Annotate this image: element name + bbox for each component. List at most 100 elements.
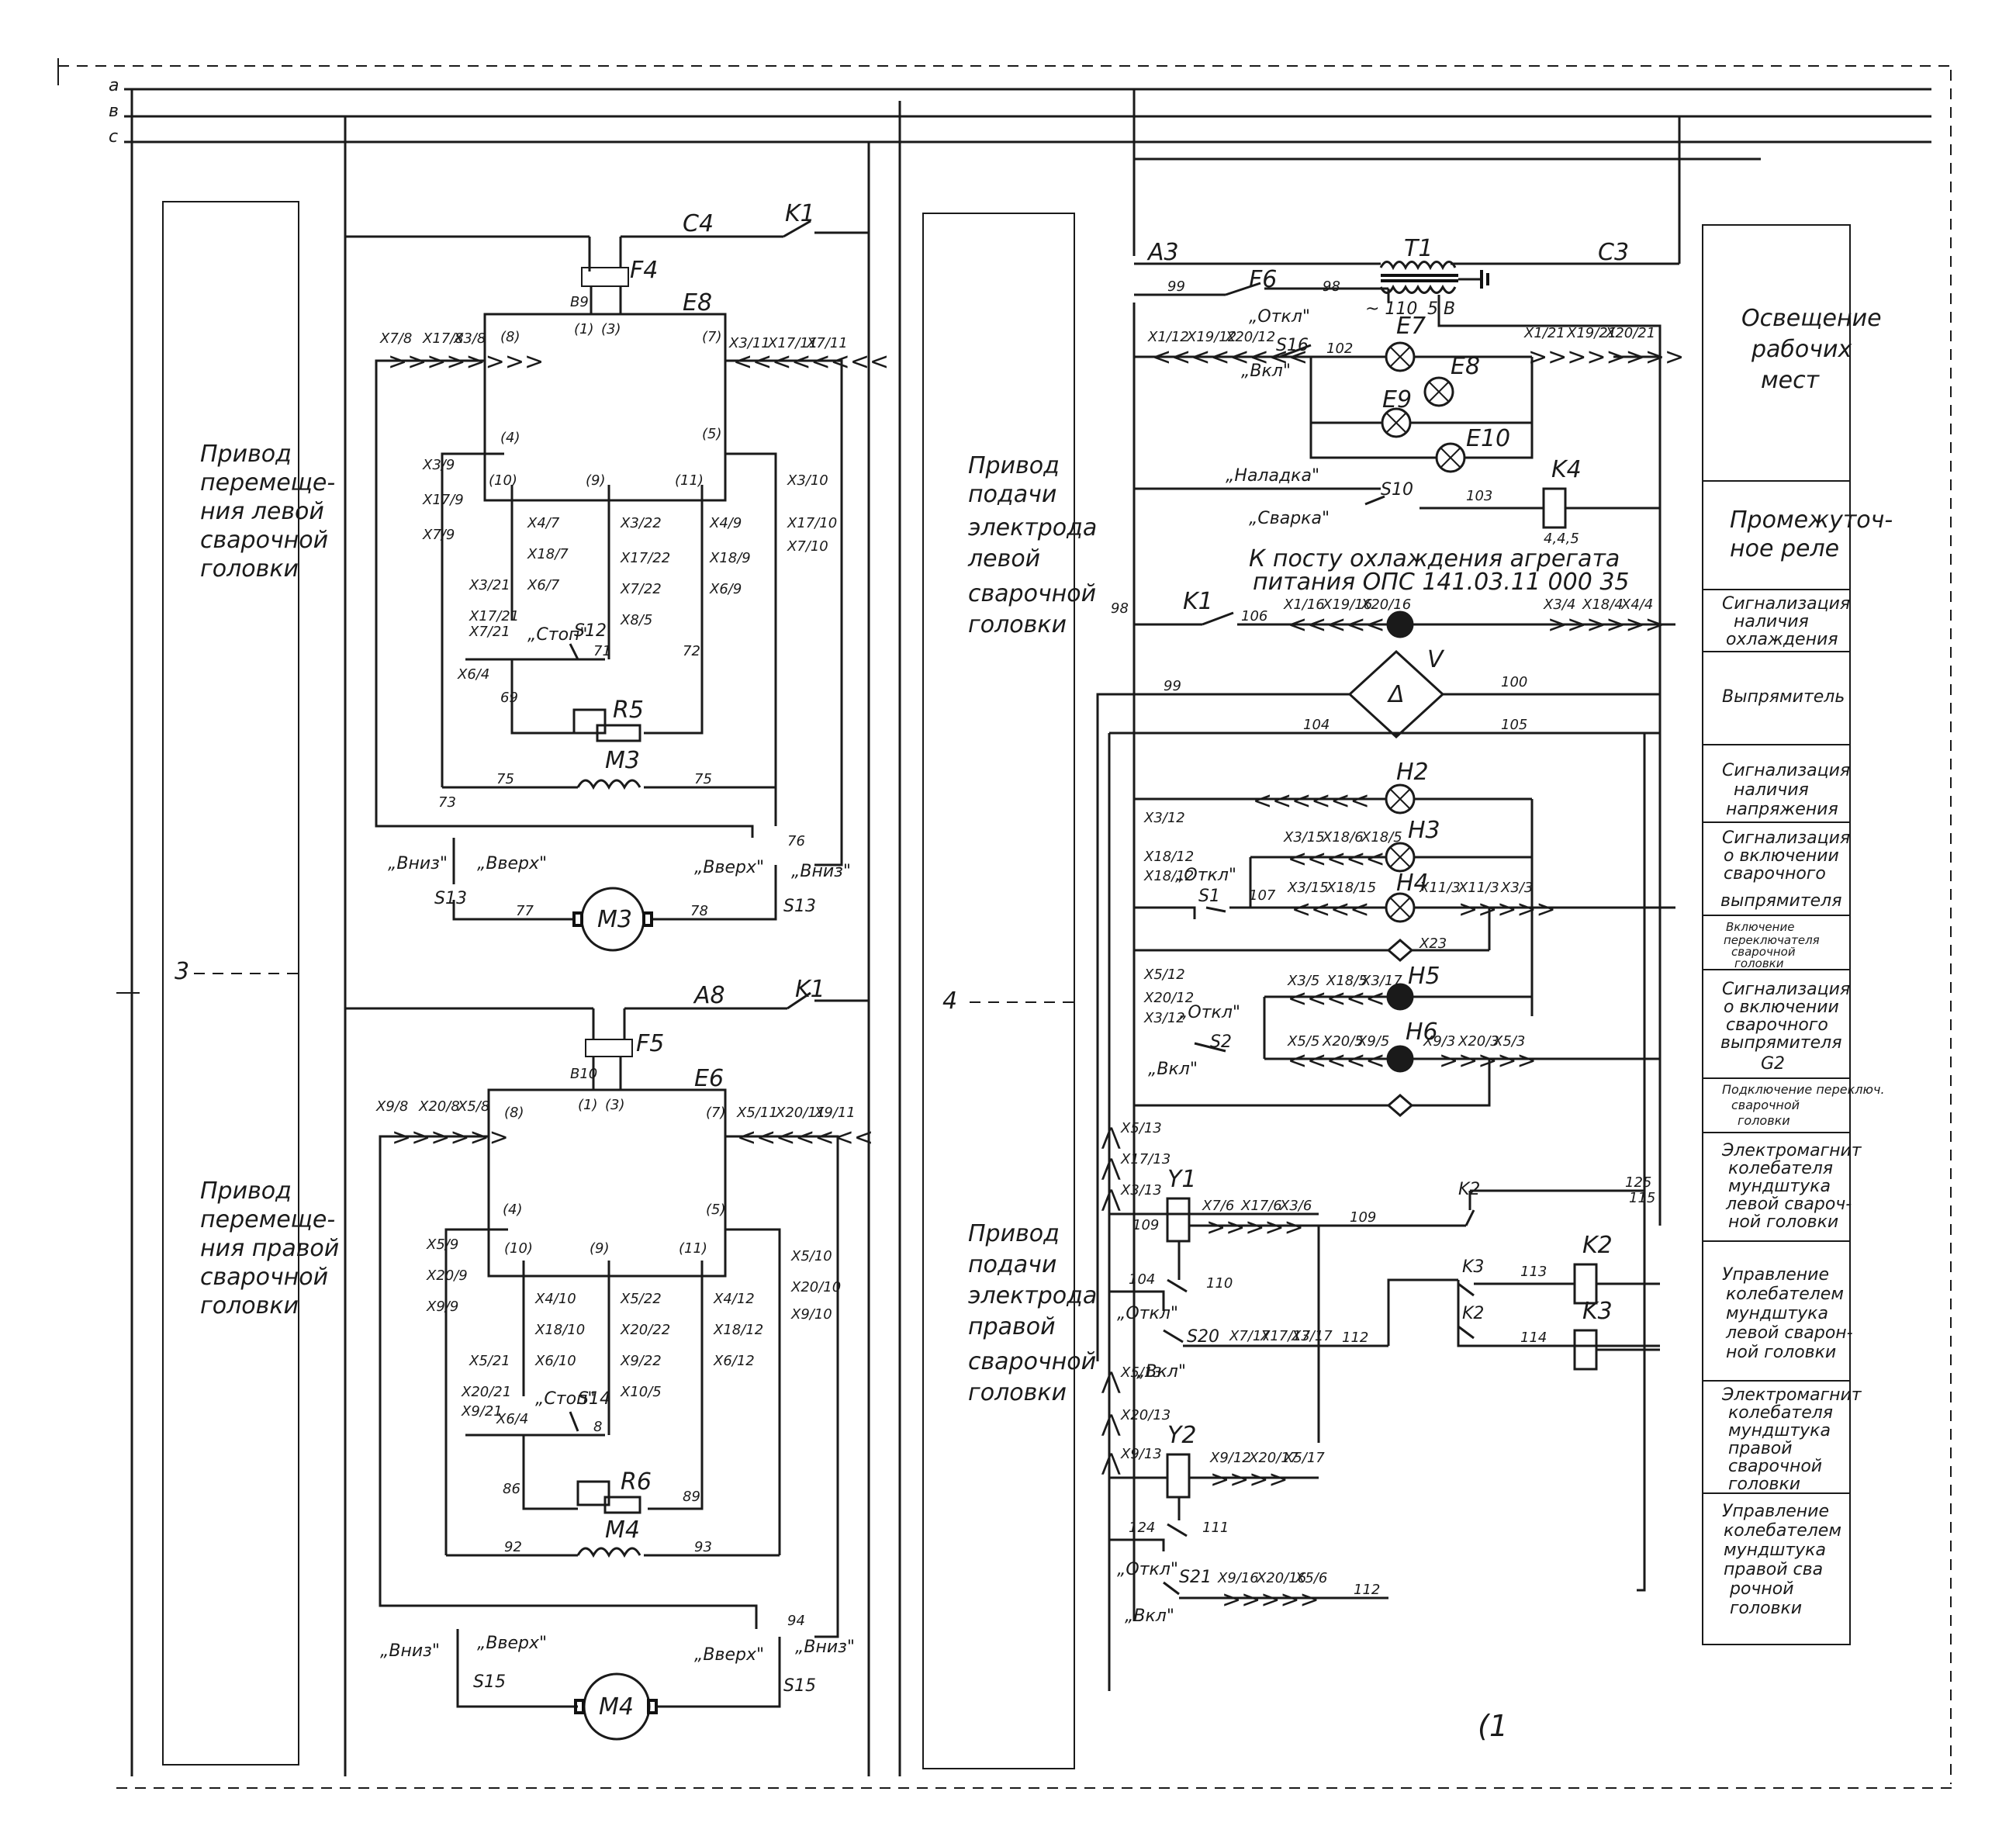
k3-label: K3	[1582, 1298, 1613, 1325]
frame	[57, 58, 1955, 1789]
svg-text:X3/6: X3/6	[1279, 1198, 1312, 1214]
svg-text:75: 75	[496, 771, 514, 787]
svg-text:электрода: электрода	[968, 514, 1097, 541]
svg-text:X5/10: X5/10	[790, 1248, 832, 1264]
svg-text:X3/10: X3/10	[787, 472, 828, 489]
svg-text:перемеще-: перемеще-	[200, 469, 335, 496]
vverh-left-bottom: „Вверх"	[477, 1634, 547, 1653]
phase-a-label: a	[109, 76, 119, 95]
panel-cooling-signal: Сигнализация наличия охлаждения	[1722, 594, 1850, 649]
svg-text:⋀: ⋀	[1101, 1185, 1121, 1212]
svg-text:X3/12: X3/12	[1143, 1010, 1185, 1026]
svg-text:сварочной: сварочной	[200, 1264, 328, 1291]
svg-text:99: 99	[1167, 278, 1185, 295]
m3-motor-label: M3	[597, 906, 632, 933]
section-marker-3: 3	[175, 958, 189, 985]
f5-label: F5	[636, 1030, 664, 1057]
svg-text:X5/13: X5/13	[1120, 1120, 1162, 1136]
svg-text:подачи: подачи	[968, 481, 1056, 508]
svg-text:сварочного: сварочного	[1724, 864, 1826, 884]
svg-text:X20/13: X20/13	[1120, 1407, 1171, 1423]
svg-text:X9/13: X9/13	[1120, 1446, 1162, 1462]
svg-text:выпрямителя: выпрямителя	[1720, 1033, 1841, 1053]
svg-text:X20/8: X20/8	[418, 1098, 460, 1115]
svg-text:X18/9: X18/9	[709, 550, 751, 566]
otkl-lighting: „Откл"	[1249, 307, 1310, 327]
svg-text:X7/9: X7/9	[422, 527, 455, 543]
svg-text:X6/4: X6/4	[457, 666, 489, 683]
svg-text:69: 69	[500, 690, 518, 706]
svg-text:X20/21: X20/21	[461, 1384, 511, 1400]
svg-text:X20/10: X20/10	[790, 1279, 841, 1295]
svg-text:о включении: о включении	[1724, 998, 1839, 1017]
panel-rectifier-on-signal-g2: Сигнализация о включении сварочного выпр…	[1720, 980, 1850, 1074]
svg-text:(3): (3)	[605, 1097, 625, 1113]
svg-text:ной головки: ной головки	[1726, 1343, 1836, 1362]
s10-label: S10	[1381, 480, 1413, 500]
svg-text:X17/11: X17/11	[767, 335, 818, 351]
panel-switch-connect: Подключение переключ. сварочной головки	[1722, 1082, 1885, 1128]
svg-text:Промежуточ-: Промежуточ-	[1730, 507, 1893, 534]
svg-text:сварочной: сварочной	[1728, 1457, 1822, 1476]
svg-text:рабочих: рабочих	[1751, 336, 1852, 363]
m3-coil-label: M3	[605, 747, 640, 774]
svg-text:Освещение: Освещение	[1741, 305, 1882, 332]
svg-text:X3/17: X3/17	[1361, 973, 1402, 989]
t1-label: T1	[1404, 235, 1433, 262]
stop-label-top: „Стоп"	[527, 625, 588, 645]
svg-text:(8): (8)	[504, 1105, 524, 1121]
panel-right-oscillator-control: Управление колебателем мундштука правой …	[1722, 1502, 1841, 1618]
svg-text:114: 114	[1520, 1330, 1547, 1346]
s15-left: S15	[473, 1672, 506, 1692]
panel-left-oscillator-control: Управление колебателем мундштука левой с…	[1722, 1265, 1853, 1362]
panel-switch-enable: Включение переключателя сварочной головк…	[1724, 920, 1820, 970]
svg-text:X19/12: X19/12	[1186, 329, 1236, 345]
svg-text:>>>>>>>>: >>>>>>>>	[1528, 344, 1684, 371]
vniz-right-top: „Вниз"	[791, 862, 851, 881]
r6-label: R6	[621, 1468, 652, 1496]
lamp-h3	[1385, 842, 1416, 873]
svg-text:X20/21: X20/21	[1605, 325, 1655, 341]
svg-text:X5/17: X5/17	[1283, 1450, 1325, 1466]
k1c-label: K1	[1183, 588, 1213, 615]
otkl-s20: „Откл"	[1117, 1304, 1178, 1323]
svg-text:(3): (3)	[601, 321, 621, 337]
s14-label: S14	[578, 1389, 610, 1409]
vkl-s20: „Вкл"	[1136, 1362, 1186, 1382]
svg-text:X6/7: X6/7	[527, 577, 560, 593]
svg-text:Выпрямитель: Выпрямитель	[1722, 687, 1845, 707]
svg-text:X5/5: X5/5	[1287, 1033, 1319, 1050]
s13-right: S13	[783, 897, 816, 916]
svg-text:X9/9: X9/9	[426, 1299, 458, 1315]
svg-text:<<<<<: <<<<<	[1288, 1047, 1385, 1074]
s1-label: S1	[1198, 887, 1220, 906]
svg-text:X3/17: X3/17	[1291, 1328, 1333, 1344]
svg-text:B10: B10	[570, 1066, 597, 1082]
svg-text:головки: головки	[1730, 1599, 1802, 1618]
naladka-label: „Наладка"	[1226, 466, 1319, 486]
svg-text:<<<<<<: <<<<<<	[1253, 787, 1370, 814]
svg-text:X7/17: X7/17	[1229, 1328, 1271, 1344]
svg-text:>>>>>>>>: >>>>>>>>	[388, 348, 544, 375]
lamp-e9	[1381, 407, 1412, 438]
svg-text:левой сварон-: левой сварон-	[1725, 1323, 1853, 1343]
svg-text:X7/6: X7/6	[1202, 1198, 1234, 1214]
left-top-section-label: Привод перемеще- ния левой сварочной гол…	[200, 441, 335, 583]
svg-text:X9/16: X9/16	[1217, 1570, 1259, 1586]
svg-text:⋀: ⋀	[1101, 1154, 1121, 1181]
svg-text:головки: головки	[200, 555, 299, 583]
svg-text:89: 89	[683, 1489, 700, 1505]
svg-text:>>>>>>: >>>>>>	[1547, 611, 1665, 638]
e8b-label: E8	[1451, 353, 1480, 380]
svg-text:X20/11: X20/11	[775, 1105, 825, 1121]
svg-text:⋀: ⋀	[1101, 1368, 1121, 1395]
section-markers: 3 4 (1	[116, 958, 1508, 1743]
v-label: V	[1427, 646, 1445, 673]
s21-label: S21	[1179, 1568, 1212, 1587]
svg-text:X9/10: X9/10	[790, 1306, 832, 1323]
svg-text:ной головки: ной головки	[1728, 1212, 1838, 1232]
svg-text:124: 124	[1129, 1520, 1155, 1536]
svg-text:99: 99	[1164, 678, 1181, 694]
s13-left: S13	[434, 889, 467, 908]
h5-label: H5	[1408, 963, 1440, 990]
